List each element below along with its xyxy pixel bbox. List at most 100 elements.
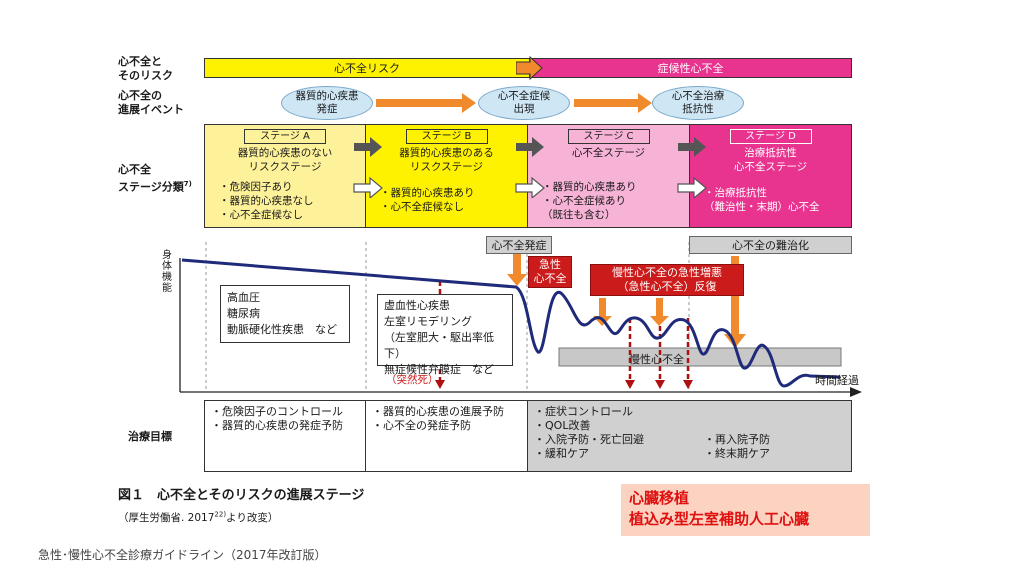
acute-repeat-label: 慢性心不全の急性増悪 （急性心不全）反復 xyxy=(590,264,744,296)
treatment-3-4: ・緩和ケア xyxy=(534,447,589,460)
stage-a-item-2: ・器質的心疾患なし xyxy=(219,195,314,207)
stage-d-title: ステージ D xyxy=(729,129,812,144)
transplant-highlight-box: 心臓移植 植込み型左室補助人工心臓 xyxy=(621,484,870,536)
y-label-char-1: 身 xyxy=(162,250,172,261)
stage-a-title: ステージ A xyxy=(244,129,326,144)
treatment-4-2: ・終末期ケア xyxy=(704,447,770,460)
risk-factor-3: 動脈硬化性疾患 など xyxy=(227,323,337,336)
acute-label-line2: 心不全 xyxy=(533,272,567,285)
stage-d-desc-2: 心不全ステージ xyxy=(733,161,808,173)
row-label-risk-line2: そのリスク xyxy=(118,69,173,82)
acute-arrow-2 xyxy=(650,298,669,326)
treatment-2-1: ・器質的心疾患の進展予防 xyxy=(372,405,504,418)
source-suffix: より改変） xyxy=(226,512,279,524)
stage-arrows-icon xyxy=(353,137,707,198)
stage-b-item-1: ・器質的心疾患あり xyxy=(380,187,475,199)
row-label-stages-line2: ステージ分類 xyxy=(118,180,184,194)
bar-heart-failure-risk: 心不全リスク xyxy=(204,58,530,78)
y-axis-label: 身 体 機 能 xyxy=(162,250,174,294)
row-label-events-line2: 進展イベント xyxy=(118,103,184,116)
event-heart-failure-symptoms: 心不全症候 出現 xyxy=(478,86,570,120)
stage-d-item-2: （難治性・末期）心不全 xyxy=(704,201,820,213)
onset-arrow xyxy=(507,253,527,286)
risk-factor-1: 高血圧 xyxy=(227,291,260,304)
event-structural-heart-disease: 器質的心疾患 発症 xyxy=(281,86,373,120)
y-label-char-4: 能 xyxy=(162,283,172,294)
event-arrows-icon xyxy=(376,93,652,113)
acute-label-line1: 急性 xyxy=(539,258,561,271)
stage-a-item-1: ・危険因子あり xyxy=(219,181,293,193)
structural-3: （左室肥大・駆出率低下） xyxy=(384,331,494,360)
figure-source: （厚生労働省. 201722)より改変） xyxy=(118,510,278,525)
stage-b-title: ステージ B xyxy=(405,129,488,144)
event-2-line2: 出現 xyxy=(513,103,535,115)
row-label-stages: 心不全 ステージ分類7) xyxy=(118,163,192,195)
chronic-hf-label: 慢性心不全 xyxy=(629,353,684,366)
treatment-4-1: ・再入院予防 xyxy=(704,433,770,446)
row-label-stages-line1: 心不全 xyxy=(118,163,151,176)
acute-arrow-1 xyxy=(593,298,612,326)
treatment-col-2: ・器質的心疾患の進展予防 ・心不全の発症予防 xyxy=(365,400,528,472)
treatment-col-3: ・症状コントロール ・QOL改善 ・入院予防・死亡回避 ・緩和ケア ・再入院予防… xyxy=(527,400,852,472)
stage-c-box: ステージ C 心不全ステージ ・器質的心疾患あり ・心不全症候あり （既往も含む… xyxy=(527,124,690,228)
treatment-3-1: ・症状コントロール xyxy=(534,405,633,418)
structural-disease-box: 虚血性心疾患 左室リモデリング （左室肥大・駆出率低下） 無症候性弁膜症 など xyxy=(377,294,513,376)
stage-c-item-1: ・器質的心疾患あり xyxy=(542,181,637,193)
event-2-line1: 心不全症候 xyxy=(497,90,551,102)
row-label-stages-sup: 7) xyxy=(183,180,192,188)
event-1-line2: 発症 xyxy=(316,103,338,115)
stage-a-item-3: ・心不全症候なし xyxy=(219,209,303,221)
stage-b-desc-1: 器質的心疾患のある xyxy=(399,147,494,159)
treatment-3-3: ・入院予防・死亡回避 xyxy=(534,433,644,446)
stage-c-desc-1: 心不全ステージ xyxy=(571,147,646,159)
row-label-treatment: 治療目標 xyxy=(128,430,172,443)
event-3-line2: 抵抗性 xyxy=(682,103,714,115)
event-treatment-resistance: 心不全治療 抵抗性 xyxy=(652,86,744,120)
physical-function-graph xyxy=(179,242,862,397)
row-label-risk-line1: 心不全と xyxy=(118,55,162,68)
acute-arrow-3 xyxy=(724,256,746,348)
acute-repeat-line2: （急性心不全）反復 xyxy=(617,280,717,293)
figure-caption: 図１ 心不全とそのリスクの進展ステージ xyxy=(118,488,365,503)
treatment-1-1: ・危険因子のコントロール xyxy=(211,405,343,418)
stage-b-item-2: ・心不全症候なし xyxy=(380,201,464,213)
stage-b-desc-2: リスクステージ xyxy=(410,161,483,173)
treatment-col-1: ・危険因子のコントロール ・器質的心疾患の発症予防 xyxy=(204,400,366,472)
footer-guideline-title: 急性･慢性心不全診療ガイドライン（2017年改訂版） xyxy=(38,548,327,562)
treatment-2-2: ・心不全の発症予防 xyxy=(372,419,471,432)
onset-label: 心不全発症 xyxy=(486,236,552,254)
stage-b-box: ステージ B 器質的心疾患のある リスクステージ ・器質的心疾患あり ・心不全症… xyxy=(365,124,528,228)
risk-factors-box: 高血圧 糖尿病 動脈硬化性疾患 など xyxy=(220,285,350,343)
row-label-events-line1: 心不全の xyxy=(118,89,162,102)
acute-hf-label: 急性 心不全 xyxy=(528,256,572,288)
stage-d-item-1: ・治療抵抗性 xyxy=(704,187,767,199)
stage-a-desc-2: リスクステージ xyxy=(248,161,322,173)
source-sup: 22) xyxy=(214,510,227,519)
y-label-char-3: 機 xyxy=(162,272,172,283)
refractory-label: 心不全の難治化 xyxy=(689,236,852,254)
stage-d-desc-1: 治療抵抗性 xyxy=(744,147,797,159)
source-prefix: （厚生労働省. 2017 xyxy=(118,512,215,524)
structural-4: 無症候性弁膜症 など xyxy=(384,363,494,376)
stage-a-desc-1: 器質的心疾患のない xyxy=(237,147,333,159)
bar-symptomatic-heart-failure: 症候性心不全 xyxy=(529,58,852,78)
physical-function-curve xyxy=(181,258,841,388)
y-label-char-2: 体 xyxy=(162,261,172,272)
sudden-death-label: （突然死） xyxy=(386,374,439,386)
risk-factor-2: 糖尿病 xyxy=(227,307,260,320)
acute-repeat-line1: 慢性心不全の急性増悪 xyxy=(612,266,722,279)
bar-transition-arrow-icon xyxy=(516,56,543,80)
structural-1: 虚血性心疾患 xyxy=(384,299,450,312)
stage-c-item-2: ・心不全症候あり xyxy=(542,195,626,207)
event-1-line1: 器質的心疾患 xyxy=(295,90,359,102)
x-axis-arrow-icon xyxy=(850,387,862,397)
treatment-3-2: ・QOL改善 xyxy=(534,419,591,432)
stage-c-title: ステージ C xyxy=(567,129,650,144)
stage-d-box: ステージ D 治療抵抗性 心不全ステージ ・治療抵抗性 （難治性・末期）心不全 xyxy=(689,124,852,228)
row-label-risk: 心不全と そのリスク xyxy=(118,55,173,83)
event-3-line1: 心不全治療 xyxy=(671,90,725,102)
highlight-line-2: 植込み型左室補助人工心臓 xyxy=(629,510,810,528)
x-axis-label: 時間経過 xyxy=(815,374,859,387)
treatment-1-2: ・器質的心疾患の発症予防 xyxy=(211,419,343,432)
row-label-events: 心不全の 進展イベント xyxy=(118,89,184,117)
